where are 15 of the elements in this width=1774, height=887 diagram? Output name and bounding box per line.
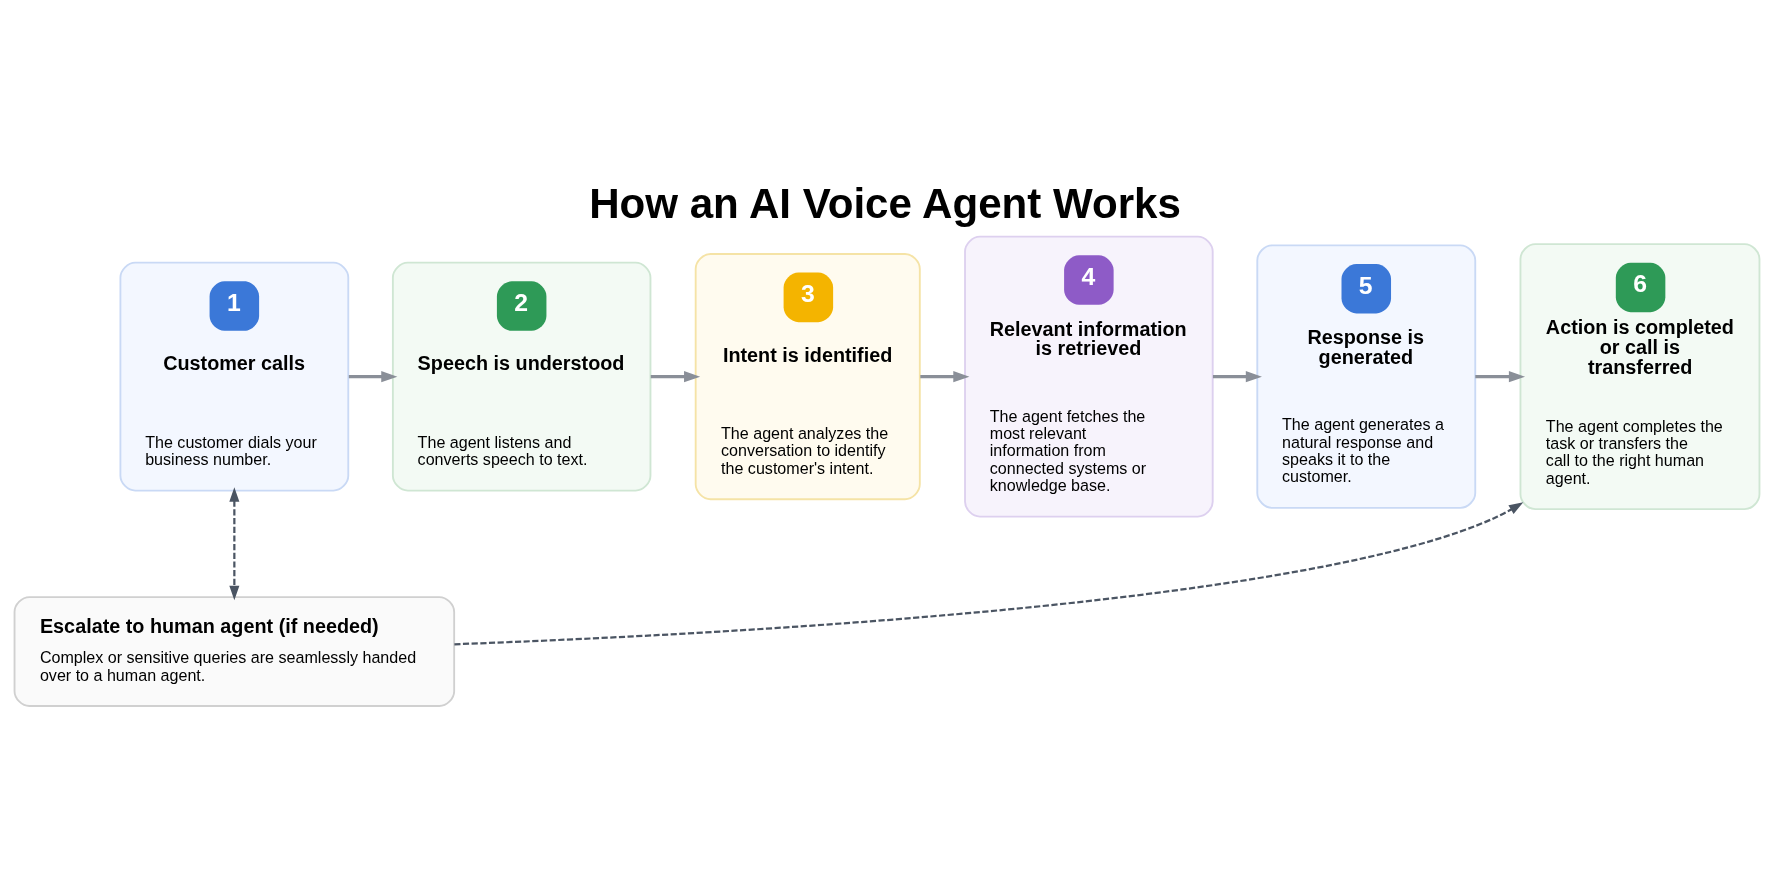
node-box: 2 Speech is understood The agent listens and converts speech to text. (391, 261, 652, 492)
arrow (1212, 370, 1262, 383)
node-box: 1 Customer calls The customer dials your business number. (119, 261, 350, 492)
arrow (650, 370, 701, 383)
diagram-title: How an AI Voice Agent Works (589, 180, 1181, 228)
arrow (348, 370, 398, 383)
node-box: 3 Intent is identified The agent analyzes the conversation to identify the customer's intent. (694, 253, 921, 501)
node-box: 6 Action is completed or call is transferred The agent completes the task or transfers the call to the right human agent. (1519, 243, 1761, 511)
node-box: 5 Response is generated The agent generates a natural response and speaks it to the customer. (1256, 244, 1477, 509)
arrow (1475, 370, 1526, 383)
arrow (920, 370, 970, 383)
node-box: Escalate to human agent (if needed) Complex or sensitive queries are seamlessly handed over to a human agent. (13, 596, 456, 707)
arrow (454, 502, 1524, 646)
arrow (229, 487, 240, 601)
node-box: 4 Relevant information is retrieved The agent fetches the most relevant information from connected systems or knowledge base. (964, 235, 1214, 518)
